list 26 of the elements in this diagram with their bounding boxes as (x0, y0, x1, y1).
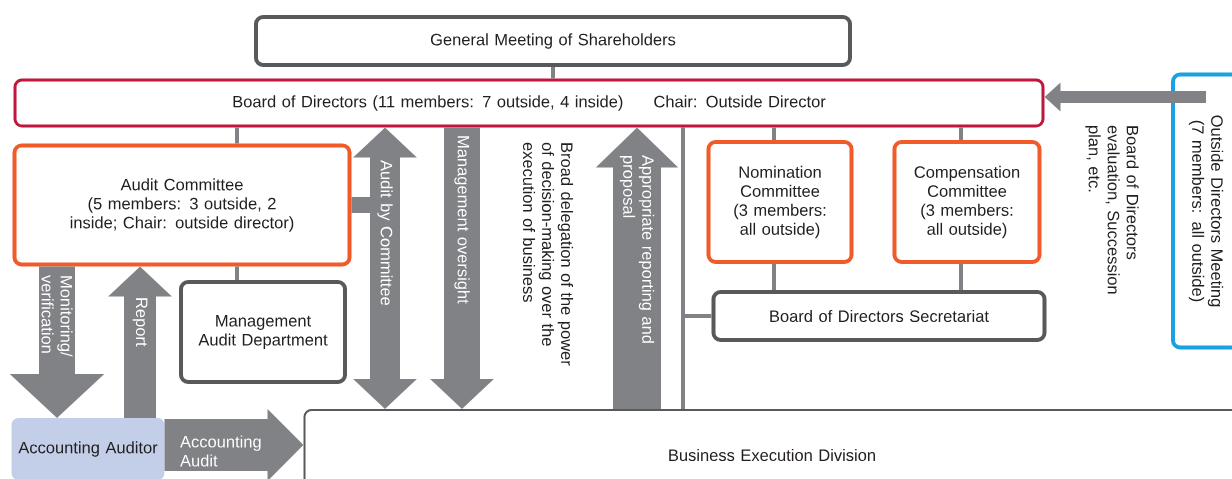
division-box: Business Execution Division (303, 409, 1232, 479)
committee-box: Nomination Committee (3 members: all outside) (706, 140, 854, 264)
edge-label: Appropriate reporting and proposal (619, 155, 655, 343)
committee-box: Audit Committee (5 members: 3 outside, 2 inside; Chair: outside director) (12, 143, 352, 267)
connector-line (959, 127, 963, 140)
edge-label: Management oversight (454, 136, 470, 304)
annotation: Broad delegation of the power of decision-making over the execution of business (522, 142, 574, 366)
secretariat-box: Board of Directors Secretariat (711, 290, 1047, 342)
connector-line (551, 67, 555, 79)
connector-line (772, 127, 776, 140)
edge-label: Report (132, 298, 148, 347)
auditor-box: Accounting Auditor (11, 418, 165, 479)
department-box: Management Audit Department (179, 280, 347, 384)
meeting-box: General Meeting of Shareholders (254, 15, 852, 67)
board-box: Board of Directors (11 members: 7 outside, 4 inside) Chair: Outside Director (13, 78, 1045, 128)
committee-box: Compensation Committee (3 members: all outside) (892, 140, 1042, 264)
connector-line (681, 127, 712, 318)
connector-line (959, 264, 963, 290)
connector-line (235, 127, 239, 144)
connector-line (235, 266, 239, 280)
edge-label: Audit by Committee (377, 160, 393, 306)
edge-label: Monitoring/ verification (41, 275, 73, 357)
edge-label: Accounting Audit (180, 435, 261, 467)
connector-line (772, 264, 776, 290)
edge-label: Board of Directors evaluation, Succession plan, etc. (1085, 125, 1139, 294)
meeting-box: Outside Directors Meeting (7 members: all outside) (1171, 72, 1232, 350)
